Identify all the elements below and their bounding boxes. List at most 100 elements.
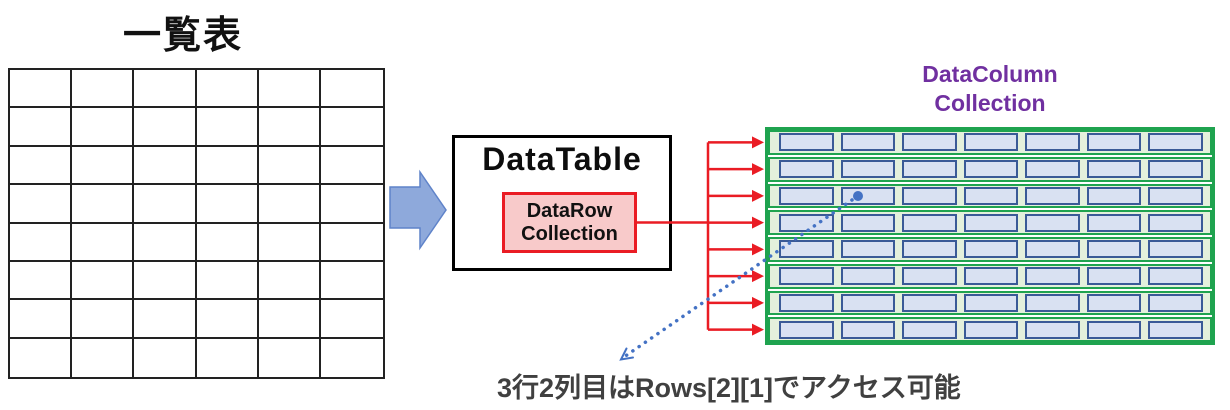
- left-table-cell: [72, 338, 135, 377]
- left-table-cell: [320, 224, 383, 262]
- datarow-strip: [768, 156, 1212, 182]
- left-table-cell: [320, 185, 383, 224]
- datarow-collection-box: DataRow Collection: [502, 192, 637, 253]
- left-table-cell: [196, 108, 259, 147]
- datacolumn-cell: [963, 160, 1019, 179]
- datacolumn-cell: [963, 133, 1019, 152]
- left-table-cell: [196, 300, 259, 339]
- datacolumn-cell: [1148, 160, 1204, 179]
- left-table-cell: [72, 146, 135, 186]
- left-table-cell: [320, 262, 383, 301]
- datacolumn-cell: [1025, 320, 1080, 339]
- left-table-cell: [258, 185, 321, 224]
- datacolumn-cell: [1025, 213, 1080, 232]
- left-table-cell: [258, 146, 321, 186]
- datacolumn-cell: [840, 320, 896, 339]
- datacolumn-cell: [779, 293, 834, 312]
- datacolumn-cell: [1086, 186, 1142, 205]
- left-table-cell: [10, 223, 73, 262]
- datacolumn-cell: [1086, 320, 1142, 339]
- datacolumn-cell: [1148, 267, 1204, 286]
- left-table-cell: [196, 261, 259, 301]
- datacolumn-cell: [1086, 240, 1142, 259]
- red-row-arrows-icon: [708, 136, 764, 336]
- left-table-cell: [10, 70, 73, 109]
- left-table-title: 一覧表: [122, 15, 243, 57]
- datacolumn-cell: [1148, 186, 1204, 205]
- datacolumn-cell: [779, 160, 834, 179]
- datarow-strip: [768, 317, 1212, 342]
- left-table-cell: [10, 338, 73, 377]
- left-table-cell: [72, 261, 135, 301]
- left-table-cell: [72, 70, 135, 109]
- datacolumn-cell: [963, 293, 1019, 312]
- datarow-strip: [768, 237, 1212, 262]
- datacolumn-cell: [1025, 240, 1080, 259]
- left-table-cell: [134, 70, 197, 109]
- right-block-arrow-icon: [389, 169, 447, 251]
- datarow-strip: [768, 263, 1212, 289]
- datacolumn-cell: [1086, 160, 1142, 179]
- left-table-cell: [196, 70, 259, 109]
- datacolumn-cell: [963, 213, 1019, 232]
- datacolumn-cell: [963, 320, 1019, 339]
- datacolumn-cell: [1025, 293, 1080, 312]
- left-table-cell: [258, 261, 321, 301]
- left-table-cell: [10, 300, 73, 339]
- datacolumn-cell: [1148, 293, 1204, 312]
- datatable-title: DataTable: [482, 141, 642, 177]
- datacolumn-cell: [779, 240, 834, 259]
- datacolumn-cell: [1086, 267, 1142, 286]
- left-table-cell: [10, 146, 73, 186]
- datacolumn-cell: [902, 133, 957, 152]
- datacolumn-title-line2: Collection: [934, 89, 1046, 116]
- left-table-cell: [258, 108, 321, 147]
- datacolumn-cell: [840, 160, 896, 179]
- datacolumn-cell: [779, 186, 834, 205]
- left-table-cell: [196, 223, 259, 262]
- left-table-cell: [10, 261, 73, 301]
- left-table-cell: [259, 338, 321, 377]
- datacolumn-cell: [1025, 160, 1080, 179]
- datacolumn-cell: [902, 267, 957, 286]
- datacolumn-cell: [963, 267, 1019, 286]
- access-caption: 3行2列目はRows[2][1]でアクセス可能: [497, 373, 961, 403]
- datacolumn-cell: [1086, 213, 1142, 232]
- datacolumn-cell: [963, 186, 1019, 205]
- left-table-cell: [134, 261, 197, 301]
- datarow-strip: [768, 183, 1212, 209]
- left-table-cell: [258, 223, 321, 262]
- datacolumn-cell: [840, 240, 896, 259]
- left-table-cell: [197, 338, 259, 377]
- datacolumn-cell: [840, 267, 896, 286]
- left-table: [8, 68, 385, 379]
- datacolumn-cell: [779, 213, 834, 232]
- datacolumn-cell: [902, 293, 957, 312]
- datacolumn-cell: [1025, 133, 1080, 152]
- left-table-cell: [72, 108, 135, 147]
- datarow-strip: [768, 290, 1212, 316]
- datacolumn-cell: [840, 133, 896, 152]
- datacolumn-cell: [902, 240, 957, 259]
- datarow-collection-label-line2: Collection: [521, 222, 618, 245]
- datacolumn-cell: [779, 133, 834, 152]
- datacolumn-title-line1: DataColumn: [922, 61, 1058, 87]
- datacolumn-cell: [1086, 293, 1142, 312]
- datacolumn-cell: [779, 320, 834, 339]
- datacolumn-cell: [1148, 240, 1204, 259]
- dotted-pointer-arrowhead-icon: [619, 347, 634, 361]
- datacolumn-cell: [1086, 133, 1142, 152]
- datacolumn-cell: [1148, 133, 1204, 152]
- left-table-cell: [72, 300, 135, 339]
- datacolumn-cell: [779, 267, 834, 286]
- datacolumn-cell: [1148, 320, 1204, 339]
- datarow-collection-label-line1: DataRow: [526, 199, 613, 222]
- left-table-cell: [134, 223, 197, 262]
- datacolumn-cell: [1148, 213, 1204, 232]
- left-table-cell: [320, 147, 383, 186]
- left-table-cell: [258, 70, 321, 109]
- datacolumn-cell: [902, 186, 957, 205]
- left-table-cell: [10, 185, 73, 224]
- datacolumn-cell: [902, 213, 957, 232]
